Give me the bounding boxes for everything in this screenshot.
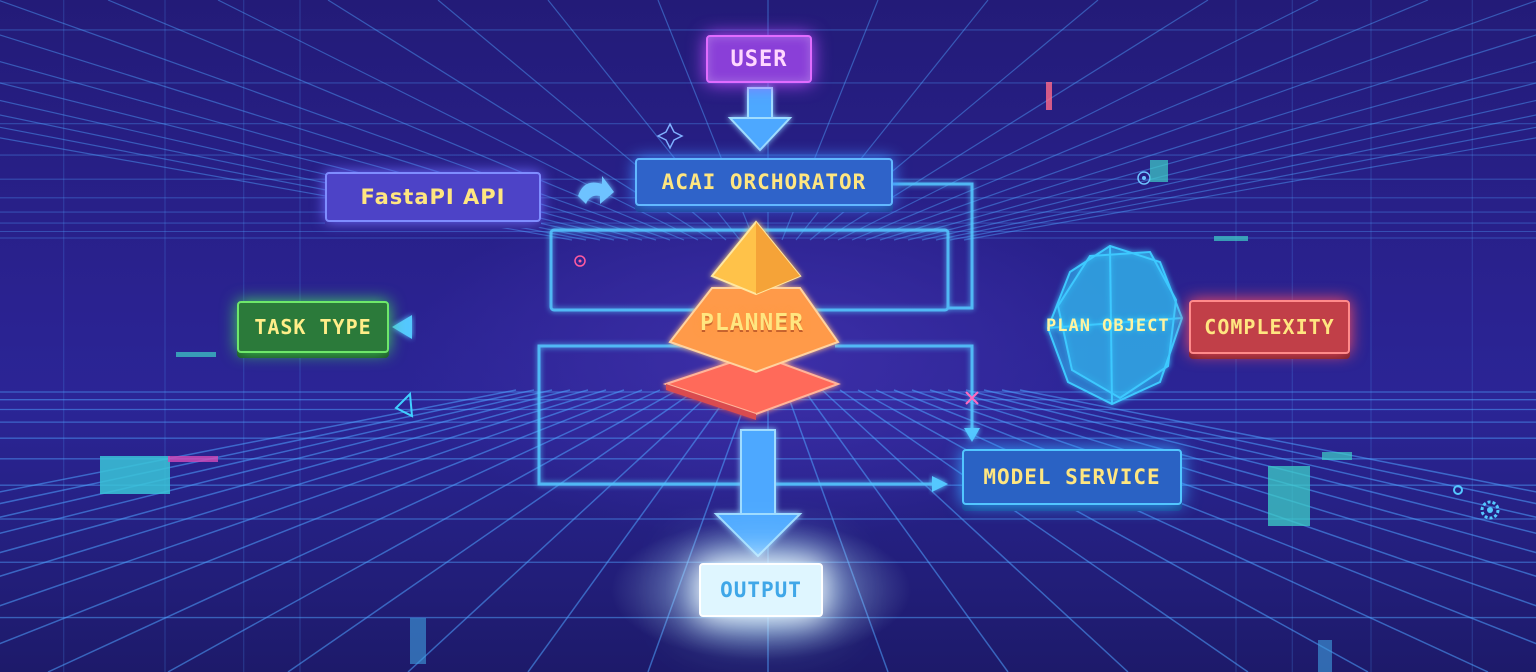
grid-line <box>167 389 679 672</box>
plan-object-crystal <box>1046 244 1184 406</box>
grid-line <box>1019 389 1536 493</box>
arrowhead-to-model-service <box>932 476 948 492</box>
target-icon-right <box>1137 171 1151 185</box>
output-node: OUTPUT <box>699 563 823 617</box>
output-label: OUTPUT <box>720 578 802 602</box>
plan-object-label: PLAN OBJECT <box>1046 316 1170 336</box>
grid-line <box>0 389 589 554</box>
task-type-label: TASK TYPE <box>254 315 372 339</box>
grid-line <box>929 389 1536 577</box>
grid-line <box>983 389 1536 518</box>
close-icon <box>965 391 979 405</box>
complexity-label: COMPLEXITY <box>1204 315 1335 339</box>
planner-pyramid <box>662 220 841 420</box>
loop-connector-model <box>835 344 974 432</box>
grid-line <box>0 389 571 535</box>
arrowhead-down-model <box>964 428 980 442</box>
gear-icon <box>1453 485 1500 520</box>
grid-line <box>865 0 1536 241</box>
grid-line <box>407 389 715 672</box>
user-label: USER <box>730 46 788 72</box>
api-label: FastaPI API <box>360 185 506 209</box>
model-service-label: MODEL SERVICE <box>983 465 1161 489</box>
loop-connector-orchestrator <box>893 182 974 310</box>
grid-line <box>875 389 1489 672</box>
task-type-node: TASK TYPE <box>237 301 389 353</box>
grid-line <box>47 389 661 672</box>
grid-line <box>921 99 1536 241</box>
grid-line <box>839 389 1249 672</box>
grid-line <box>837 0 1319 241</box>
grid-line <box>949 126 1536 241</box>
grid-line <box>935 114 1536 241</box>
glitch-decorations <box>100 82 1352 672</box>
target-icon <box>574 255 586 267</box>
model-service-node: MODEL SERVICE <box>962 449 1182 505</box>
orchestrator-label: ACAI ORCHORATOR <box>661 170 867 194</box>
grid-line <box>851 0 1429 241</box>
grid-line <box>217 0 699 241</box>
grid-line <box>0 0 671 241</box>
grid-line <box>803 389 1009 672</box>
grid-line <box>0 389 607 577</box>
grid-line <box>879 34 1536 241</box>
grid-line <box>0 389 625 607</box>
grid-line <box>907 82 1536 241</box>
orchestrator-node: ACAI ORCHORATOR <box>635 158 893 206</box>
refresh-arrow-icon <box>578 176 614 204</box>
grid-line <box>911 389 1536 607</box>
planner-label: PLANNER <box>700 310 804 336</box>
grid-line <box>0 389 643 645</box>
arrowhead-task-type <box>392 315 412 339</box>
grid-line <box>1001 389 1536 505</box>
grid-line <box>947 389 1536 554</box>
api-node: FastaPI API <box>325 172 541 222</box>
pyramid-middle <box>668 287 840 374</box>
grid-line <box>0 389 553 518</box>
grid-line <box>857 389 1369 672</box>
sparkle-icon <box>656 122 684 150</box>
grid-line <box>0 389 517 493</box>
grid-line <box>963 137 1536 241</box>
grid-line <box>0 389 535 505</box>
arrow-planner-to-output <box>713 429 803 558</box>
arrow-user-to-orchestrator <box>727 87 793 152</box>
user-node: USER <box>706 35 812 83</box>
grid-line <box>527 389 733 672</box>
grid-line <box>893 389 1536 645</box>
triangle-icon <box>394 391 414 418</box>
grid-line <box>821 389 1129 672</box>
complexity-node: COMPLEXITY <box>1189 300 1350 354</box>
grid-line <box>893 61 1536 241</box>
grid-line <box>287 389 697 672</box>
grid-line <box>965 389 1536 535</box>
